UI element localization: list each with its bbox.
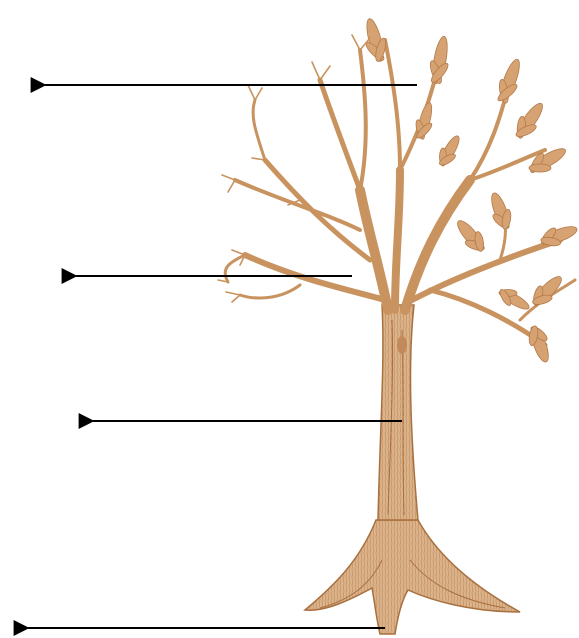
tree-roots <box>305 520 520 634</box>
tree-trunk <box>378 305 418 520</box>
label-arrows <box>28 85 417 628</box>
tree-bare-twigs <box>218 35 370 302</box>
